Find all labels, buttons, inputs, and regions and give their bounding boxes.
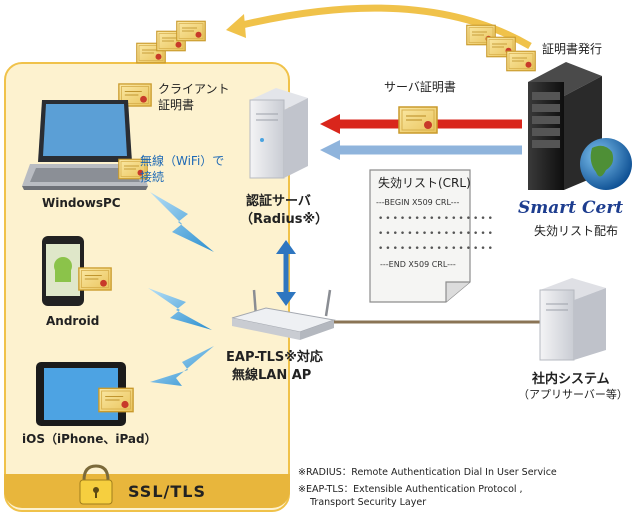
certificate-icon	[98, 387, 134, 413]
globe-icon	[580, 138, 632, 190]
android-phone-icon	[42, 236, 84, 306]
padlock-icon	[79, 464, 113, 505]
issue-arc-arrowhead	[226, 14, 246, 38]
windows-pc-label: WindowsPC	[42, 196, 121, 210]
ssl-tls-bar	[4, 474, 290, 508]
client-cert-label-2: 証明書	[158, 98, 195, 112]
ap-label-2: 無線LAN AP	[232, 368, 312, 383]
lightning-icon	[150, 346, 214, 386]
crl-distribution-label: 失効リスト配布	[534, 224, 619, 238]
certificate-icon	[78, 267, 112, 291]
crl-dots-line: ••••••••••••••••	[378, 214, 495, 224]
server-cert-arrowhead	[320, 114, 340, 134]
wireless-label-2: 接続	[140, 170, 165, 184]
server-tower-icon	[539, 278, 606, 361]
crl-arrowhead	[320, 140, 340, 160]
certificate-icon	[398, 106, 438, 134]
internal-system-sub-label: （アプリサーバー等）	[518, 388, 628, 401]
certificate-icon	[136, 20, 206, 64]
crl-begin-line: ---BEGIN X509 CRL---	[376, 198, 460, 207]
cert-issue-label: 証明書発行	[542, 42, 603, 56]
footnote-radius: ※RADIUS：Remote Authentication Dial In Us…	[298, 467, 557, 478]
ap-label-1: EAP-TLS※対応	[226, 350, 323, 365]
auth-server-label-1: 認証サーバ	[246, 194, 311, 209]
wireless-router-icon	[231, 289, 336, 340]
laptop-icon	[22, 100, 148, 190]
document-icon	[369, 169, 471, 303]
client-cert-label-1: クライアント	[158, 82, 230, 96]
lightning-icon	[148, 288, 212, 330]
crl-dots-line: ••••••••••••••••	[378, 244, 495, 254]
smart-cert-logo: Smart Cert	[518, 198, 624, 218]
footnote-eap-tls: ※EAP-TLS：Extensible Authentication Proto…	[298, 484, 523, 495]
auth-server-label-2: （Radius※）	[240, 212, 329, 227]
crl-end-line: ---END X509 CRL---	[380, 260, 456, 269]
android-label: Android	[46, 314, 100, 328]
issue-arc-arrow	[237, 4, 532, 50]
crl-dots-line: ••••••••••••••••	[378, 229, 495, 239]
ios-label: iOS（iPhone、iPad）	[22, 432, 157, 446]
server-tower-icon	[249, 88, 308, 179]
ssl-tls-label: SSL/TLS	[128, 482, 206, 501]
footnote-eap-tls-cont: Transport Security Layer	[310, 497, 427, 508]
internal-system-label: 社内システム	[532, 372, 610, 387]
wireless-label-1: 無線（WiFi）で	[140, 154, 225, 168]
crl-title: 失効リスト(CRL)	[378, 176, 471, 190]
lightning-icon	[150, 192, 214, 252]
server-cert-label: サーバ証明書	[384, 80, 456, 94]
